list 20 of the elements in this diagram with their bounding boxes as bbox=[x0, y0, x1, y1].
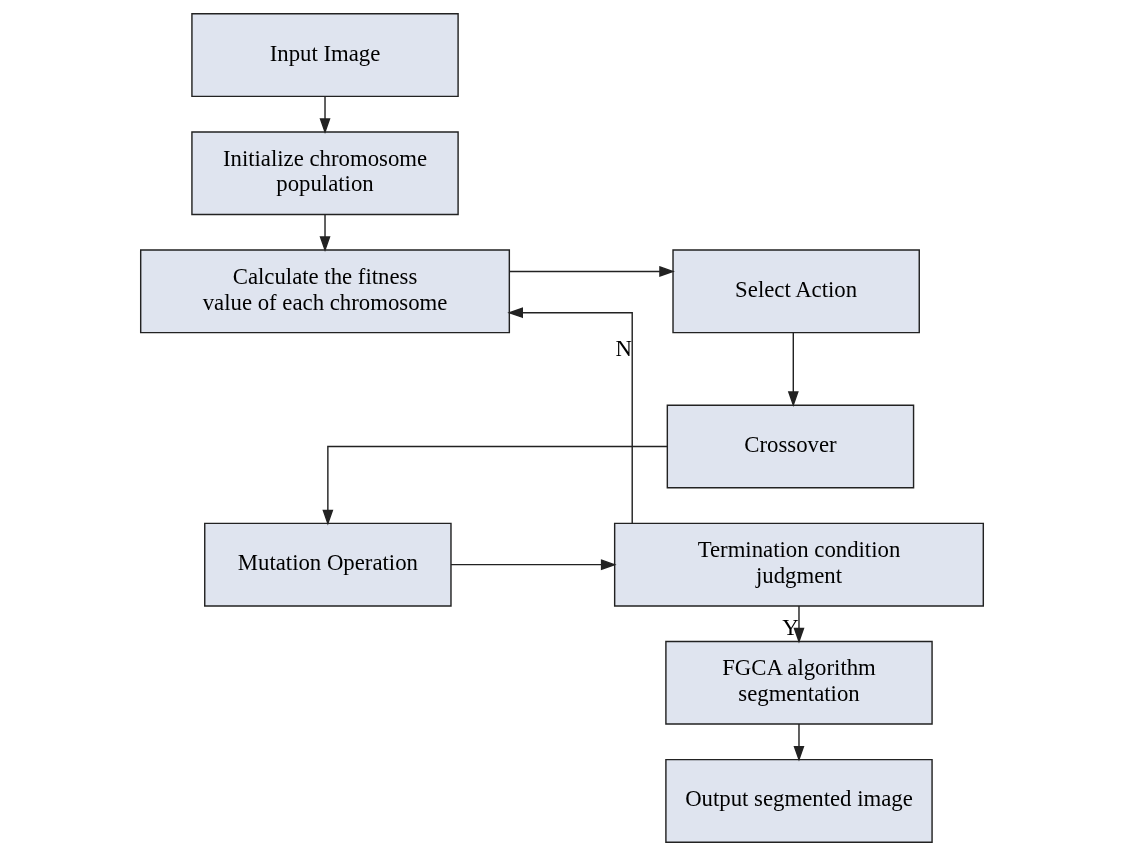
node-box: Initialize chromosome population bbox=[191, 131, 459, 216]
node-box: FGCA algorithm segmentation bbox=[665, 640, 933, 725]
arrow bbox=[319, 213, 331, 252]
edge-label: Y bbox=[782, 615, 799, 641]
arrow bbox=[507, 307, 633, 524]
arrow bbox=[319, 95, 331, 134]
node-box: Input Image bbox=[191, 13, 459, 98]
arrow bbox=[793, 605, 805, 644]
node-box: Mutation Operation bbox=[204, 522, 452, 607]
arrow bbox=[450, 559, 617, 571]
arrow bbox=[322, 445, 668, 526]
node-box: Calculate the fitness value of each chromosome bbox=[140, 249, 511, 334]
node-box: Crossover bbox=[666, 404, 915, 489]
node-box: Output segmented image bbox=[665, 758, 933, 843]
arrow bbox=[509, 265, 675, 277]
node-box: Termination condition judgment bbox=[613, 522, 984, 607]
edge-label: N bbox=[615, 335, 632, 361]
arrow bbox=[793, 723, 805, 762]
arrow bbox=[787, 332, 799, 407]
node-box: Select Action bbox=[672, 249, 920, 334]
